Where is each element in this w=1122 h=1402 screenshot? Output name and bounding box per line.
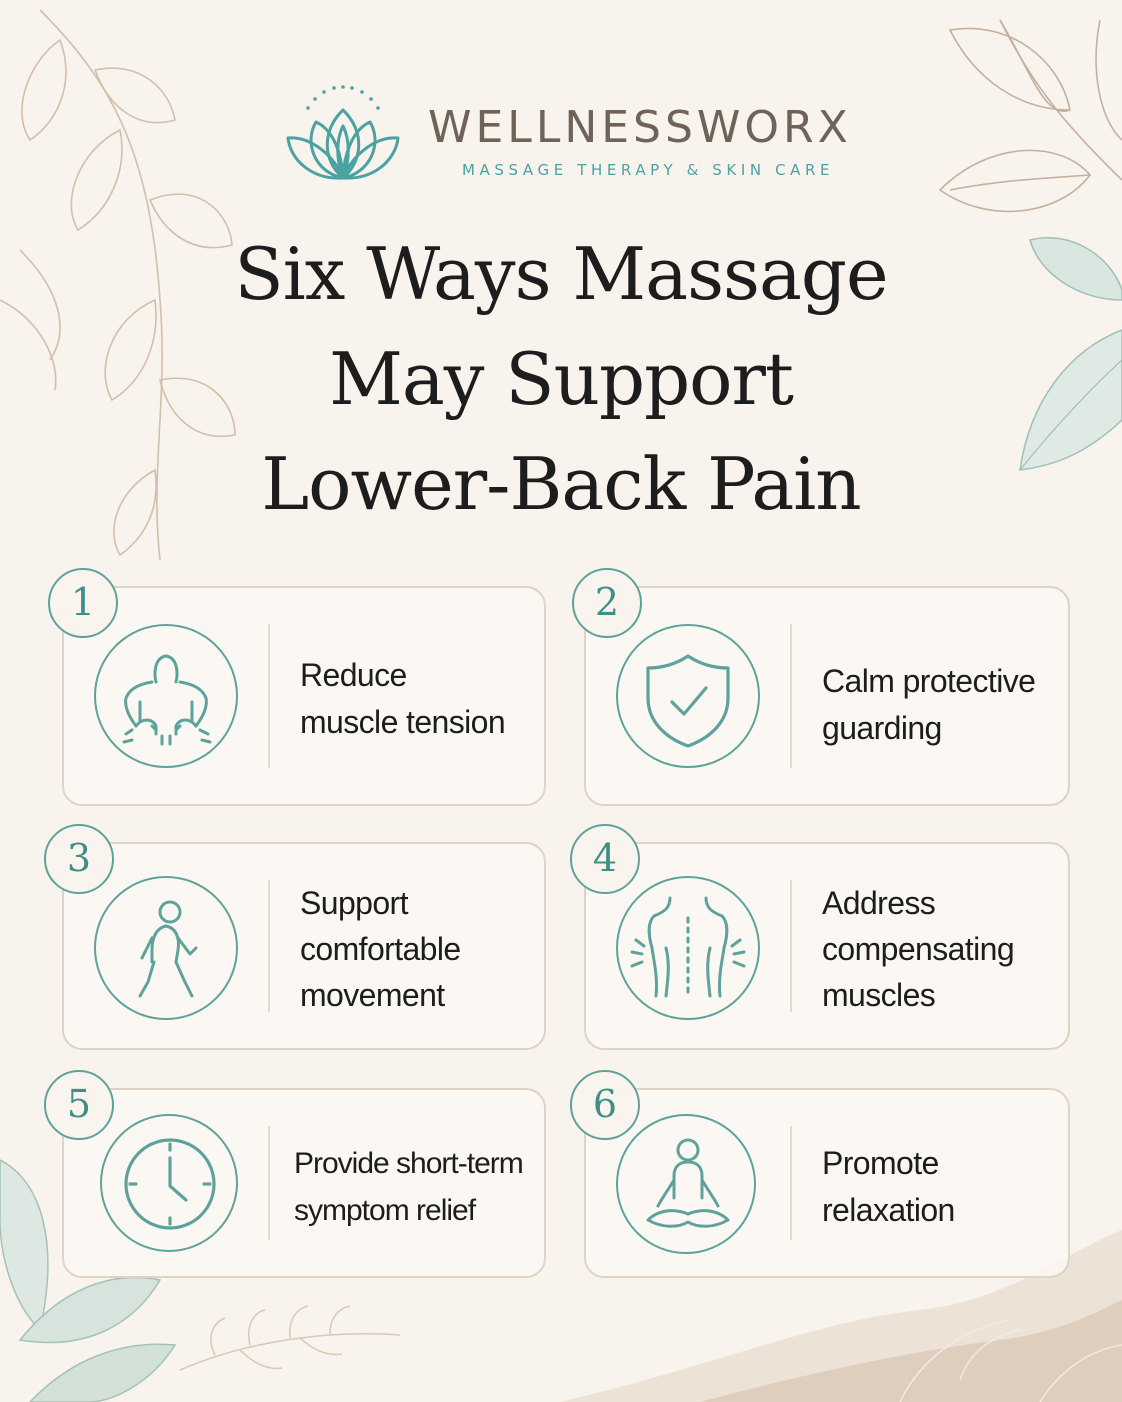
brand-tagline: MASSAGE THERAPY & SKIN CARE	[462, 161, 835, 179]
card-divider	[268, 1126, 270, 1240]
card-divider	[268, 880, 270, 1012]
number-badge-3: 3	[44, 824, 114, 894]
meditation-icon	[616, 1114, 756, 1254]
benefit-label: Provide short-term symptom relief	[294, 1147, 524, 1227]
card-divider	[790, 880, 792, 1012]
page-title-line: Six Ways Massage	[234, 232, 888, 316]
benefit-card-2: Calm protective guarding	[584, 586, 1070, 806]
number-badge-5: 5	[44, 1070, 114, 1140]
number-badge-1: 1	[48, 568, 118, 638]
number-badge-6: 6	[570, 1070, 640, 1140]
benefit-card-4: Address compensating muscles	[584, 842, 1070, 1050]
brand-name: WELLNESSWORX	[428, 102, 852, 153]
lotus-icon	[286, 85, 400, 180]
clock-icon	[100, 1114, 238, 1252]
card-divider	[790, 1126, 792, 1240]
benefit-card-1: Reduce muscle tension	[62, 586, 546, 806]
spine-back-icon	[616, 876, 760, 1020]
benefit-card-6: Promote relaxation	[584, 1088, 1070, 1278]
number-badge-4: 4	[570, 824, 640, 894]
shield-check-icon	[616, 624, 760, 768]
benefit-label: Calm protective guarding	[822, 663, 1036, 746]
benefit-card-3: Support comfortable movement	[62, 842, 546, 1050]
benefit-card-5: Provide short-term symptom relief	[62, 1088, 546, 1278]
walking-person-icon	[94, 876, 238, 1020]
benefit-label: Promote relaxation	[822, 1145, 955, 1228]
benefit-label: Support comfortable movement	[300, 885, 461, 1013]
card-divider	[790, 624, 792, 768]
back-tension-icon	[94, 624, 238, 768]
page-title: Six Ways Massage May Support Lower-Back …	[131, 222, 991, 537]
page-title-line: Lower-Back Pain	[261, 442, 861, 526]
benefit-label: Reduce muscle tension	[300, 657, 506, 740]
benefit-label: Address compensating muscles	[822, 885, 1015, 1013]
page-title-line: May Support	[329, 337, 794, 421]
number-badge-2: 2	[572, 568, 642, 638]
card-divider	[268, 624, 270, 768]
